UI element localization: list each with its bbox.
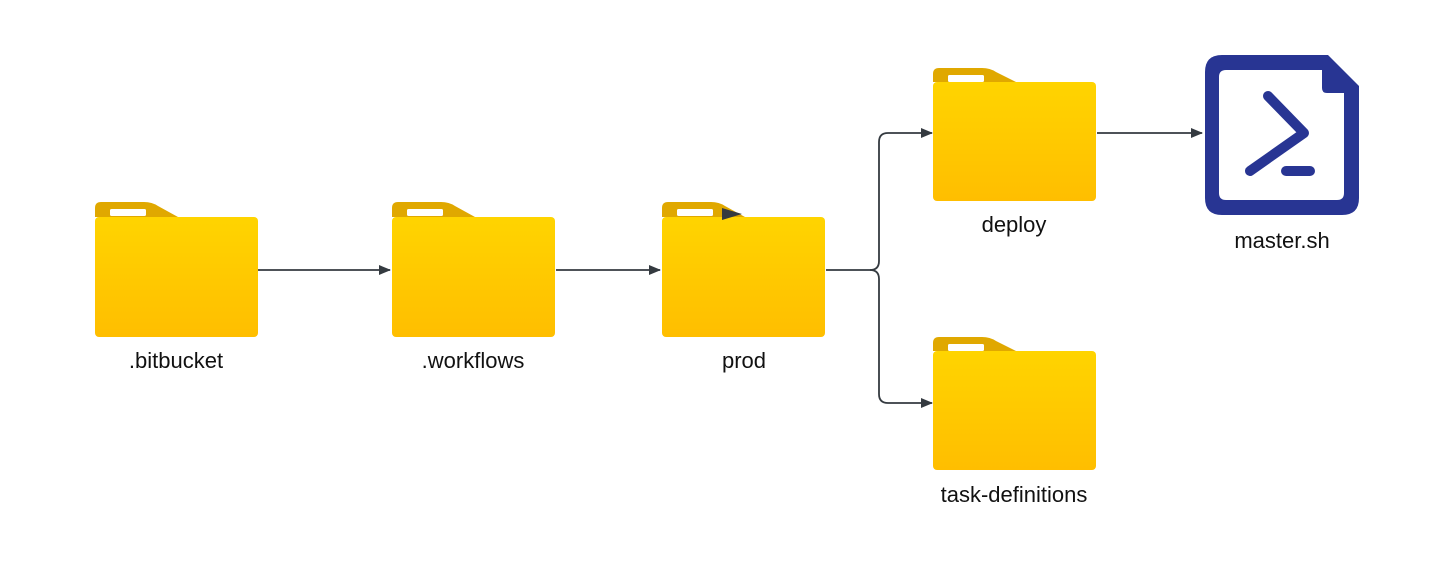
folder-node-bitbucket[interactable]: .bitbucket <box>95 202 258 373</box>
folder-icon <box>392 202 555 337</box>
folder-label-bitbucket: .bitbucket <box>129 348 223 373</box>
folder-node-workflows[interactable]: .workflows <box>392 202 555 373</box>
folder-label-prod: prod <box>722 348 766 373</box>
folder-node-prod[interactable]: prod <box>662 202 825 373</box>
connectors <box>258 128 1203 408</box>
folder-label-workflows: .workflows <box>422 348 525 373</box>
folder-label-deploy: deploy <box>982 212 1047 237</box>
file-label-master-sh: master.sh <box>1234 228 1329 253</box>
powershell-script-icon <box>1205 55 1359 215</box>
edge-prod-task-definitions <box>869 269 933 408</box>
edge-prod-deploy <box>826 128 933 271</box>
folder-icon <box>95 202 258 337</box>
folder-icon <box>933 68 1096 201</box>
folder-icon <box>662 202 825 337</box>
folder-node-deploy[interactable]: deploy <box>933 68 1096 237</box>
folder-icon <box>933 337 1096 470</box>
folder-node-task-definitions[interactable]: task-definitions <box>933 337 1096 507</box>
file-node-master-sh[interactable]: master.sh <box>1205 55 1359 253</box>
folder-label-task-definitions: task-definitions <box>941 482 1088 507</box>
